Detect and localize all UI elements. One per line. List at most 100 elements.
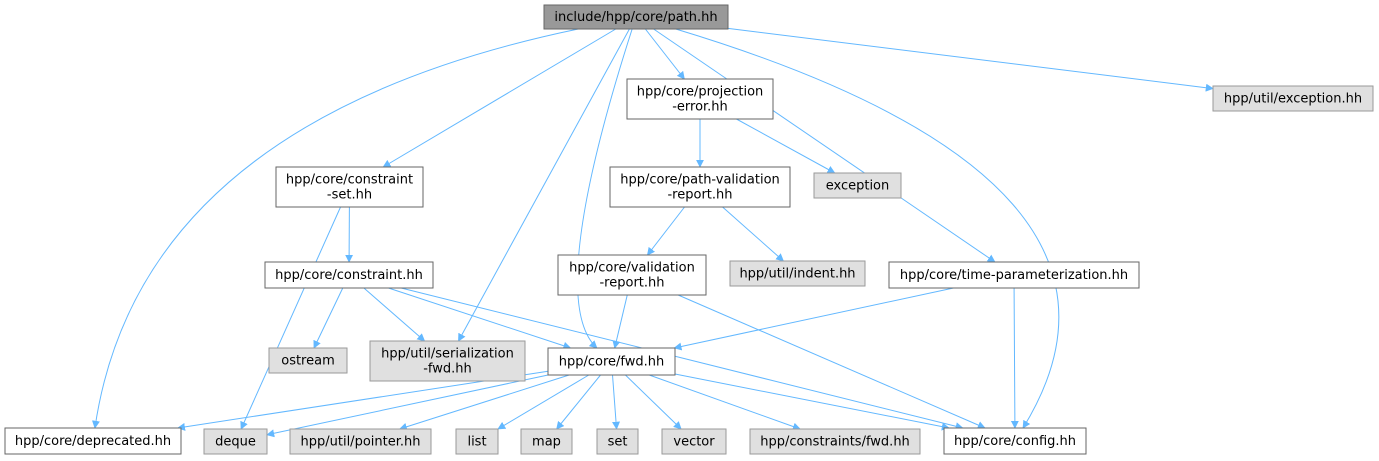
edge-constraint-to-fwd	[388, 287, 572, 350]
edge-path-to-exception_util	[727, 27, 1214, 92]
edge-fwd-to-pointer	[398, 374, 570, 431]
node-label: -set.hh	[327, 188, 372, 203]
node-projection[interactable]: hpp/core/projection-error.hh	[626, 78, 774, 120]
node-box	[203, 428, 268, 455]
node-label: hpp/core/validation	[569, 261, 695, 276]
edge-path-to-constraint_set	[382, 28, 617, 168]
edge-path-to-serialization	[458, 28, 630, 342]
edge-path-to-projection	[644, 28, 685, 80]
node-label: hpp/core/path-validation	[620, 173, 780, 188]
node-label: hpp/util/pointer.hh	[301, 435, 421, 450]
node-box	[547, 347, 676, 376]
edge-path-to-config	[675, 28, 1060, 429]
node-validation[interactable]: hpp/core/validation-report.hh	[557, 254, 707, 296]
node-exception[interactable]: exception	[813, 172, 902, 199]
node-box	[455, 428, 499, 455]
node-label: list	[467, 435, 486, 450]
edge-constraint_set-to-deque	[240, 206, 341, 430]
node-set[interactable]: set	[596, 428, 639, 455]
edge-path_validation-to-validation	[646, 206, 685, 256]
edge-validation-to-config	[677, 294, 986, 429]
node-vector[interactable]: vector	[661, 428, 727, 455]
edge-validation-to-fwd	[612, 294, 628, 349]
node-box	[369, 340, 526, 382]
edge-path-to-time_param	[653, 28, 996, 263]
node-box	[4, 427, 182, 455]
node-constraint[interactable]: hpp/core/constraint.hh	[264, 261, 434, 289]
node-label: ostream	[281, 354, 335, 369]
node-box	[557, 254, 707, 296]
node-box	[749, 428, 921, 455]
edge-path_validation-to-indent	[722, 206, 785, 262]
node-pointer[interactable]: hpp/util/pointer.hh	[289, 428, 432, 455]
edge-fwd-to-map	[556, 374, 601, 430]
node-path_validation[interactable]: hpp/core/path-validation-report.hh	[609, 166, 791, 208]
edge-fwd-to-deque	[266, 374, 549, 438]
node-label: hpp/core/deprecated.hh	[15, 434, 171, 449]
node-label: hpp/core/constraint	[286, 173, 413, 188]
node-deque[interactable]: deque	[203, 428, 268, 455]
edge-projection-to-exception	[736, 118, 836, 174]
edge-constraint-to-serialization	[363, 287, 426, 342]
edges-layer	[91, 27, 1214, 438]
node-fwd[interactable]: hpp/core/fwd.hh	[547, 347, 676, 376]
node-label: hpp/core/fwd.hh	[559, 355, 665, 370]
edge-time_param-to-config	[1010, 287, 1019, 429]
node-label: hpp/core/config.hh	[954, 434, 1076, 449]
node-box	[520, 428, 573, 455]
node-label: deque	[215, 435, 256, 450]
node-box	[1212, 85, 1374, 112]
node-box	[813, 172, 902, 199]
node-constraints_fwd[interactable]: hpp/constraints/fwd.hh	[749, 428, 921, 455]
node-deprecated[interactable]: hpp/core/deprecated.hh	[4, 427, 182, 455]
node-box	[609, 166, 791, 208]
node-label: -report.hh	[599, 276, 664, 291]
node-label: exception	[826, 179, 890, 194]
node-label: -report.hh	[667, 188, 732, 203]
edge-fwd-to-vector	[625, 374, 682, 430]
edge-fwd-to-list	[497, 374, 590, 430]
node-label: hpp/core/projection	[637, 85, 764, 100]
node-box	[729, 260, 866, 287]
node-list[interactable]: list	[455, 428, 499, 455]
node-serialization[interactable]: hpp/util/serialization-fwd.hh	[369, 340, 526, 382]
node-box	[275, 166, 424, 208]
node-constraint_set[interactable]: hpp/core/constraint-set.hh	[275, 166, 424, 208]
edge-constraint-to-ostream	[313, 287, 344, 349]
node-label: include/hpp/core/path.hh	[554, 10, 717, 25]
node-box	[596, 428, 639, 455]
node-box	[626, 78, 774, 120]
node-label: hpp/util/indent.hh	[739, 267, 855, 282]
node-label: hpp/core/time-parameterization.hh	[900, 268, 1128, 283]
edge-fwd-to-constraints_fwd	[649, 374, 801, 431]
edge-constraint-to-config	[401, 287, 964, 431]
node-label: hpp/core/constraint.hh	[275, 268, 423, 283]
node-box	[943, 427, 1087, 455]
node-label: hpp/util/serialization	[381, 347, 514, 362]
nodes-layer: include/hpp/core/path.hh hpp/core/project…	[4, 4, 1374, 455]
node-box	[543, 4, 729, 30]
node-time_param[interactable]: hpp/core/time-parameterization.hh	[888, 261, 1140, 289]
node-indent[interactable]: hpp/util/indent.hh	[729, 260, 866, 287]
node-box	[661, 428, 727, 455]
node-box	[289, 428, 432, 455]
node-box	[264, 261, 434, 289]
node-exception_util[interactable]: hpp/util/exception.hh	[1212, 85, 1374, 112]
node-label: -error.hh	[672, 100, 728, 115]
node-label: vector	[673, 435, 715, 450]
node-box	[268, 347, 348, 374]
node-label: hpp/util/exception.hh	[1224, 92, 1362, 107]
edge-path-to-fwd	[577, 28, 633, 349]
node-path[interactable]: include/hpp/core/path.hh	[543, 4, 729, 30]
node-config[interactable]: hpp/core/config.hh	[943, 427, 1087, 455]
node-label: set	[608, 435, 628, 450]
node-label: hpp/constraints/fwd.hh	[760, 435, 910, 450]
edge-fwd-to-config	[674, 373, 950, 431]
edge-time_param-to-fwd	[673, 287, 954, 351]
node-label: -fwd.hh	[423, 362, 472, 377]
node-ostream[interactable]: ostream	[268, 347, 348, 374]
edge-fwd-to-set	[612, 374, 621, 430]
node-box	[888, 261, 1140, 289]
node-map[interactable]: map	[520, 428, 573, 455]
